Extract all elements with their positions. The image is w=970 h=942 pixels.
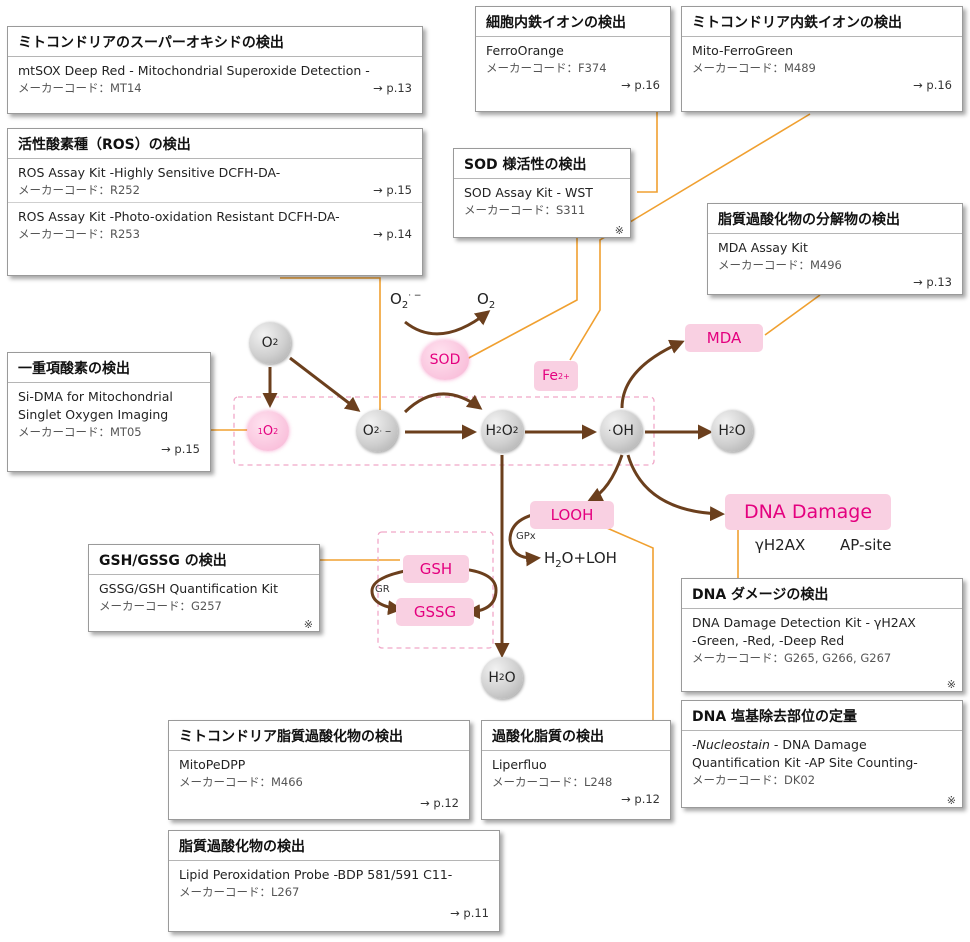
product-name: Si-DMA for Mitochondrial [18, 389, 173, 404]
product-code: メーカーコード：G265, G266, G267 [692, 651, 892, 665]
box-title: DNA 塩基除去部位の定量 [682, 701, 962, 731]
page-ref[interactable]: → p.16 [621, 78, 660, 92]
product-name: -Nucleostain - DNA Damage [692, 737, 867, 752]
product-name: Lipid Peroxidation Probe -BDP 581/591 C1… [179, 867, 453, 882]
gpx-label: GPx [516, 531, 536, 542]
product-name: Liperfluo [492, 757, 547, 772]
box-title: 過酸化脂質の検出 [482, 721, 670, 751]
box-title: DNA ダメージの検出 [682, 579, 962, 609]
product-code: メーカーコード：S311 [464, 203, 586, 217]
mda-box[interactable]: 脂質過酸化物の分解物の検出 MDA Assay Kit メーカーコード：M496… [707, 203, 963, 295]
product-code: メーカーコード：G257 [99, 599, 222, 613]
product-name: ROS Assay Kit -Photo-oxidation Resistant… [18, 209, 340, 224]
gsh-label: GSH [403, 555, 469, 583]
product-name: FerroOrange [486, 43, 564, 58]
page-ref[interactable]: → p.15 [373, 183, 412, 197]
box-title: ミトコンドリア脂質過酸化物の検出 [169, 721, 469, 751]
superoxide-label-top: O2· − [390, 290, 422, 311]
product-name: Mito-FerroGreen [692, 43, 794, 58]
product-code: メーカーコード：MT14 [18, 81, 142, 95]
product-name: GSSG/GSH Quantification Kit [99, 581, 279, 596]
product-code: メーカーコード：M466 [179, 775, 303, 789]
note-mark: ※ [946, 794, 956, 807]
product-code: メーカーコード：DK02 [692, 773, 816, 787]
box-title: 一重項酸素の検出 [8, 353, 210, 383]
liperfluo-box[interactable]: 過酸化脂質の検出 Liperfluo メーカーコード：L248 → p.12 [481, 720, 671, 820]
product-name-line2: Quantification Kit -AP Site Counting- [692, 755, 918, 770]
glutathione-group-outline [377, 531, 494, 649]
page-ref[interactable]: → p.12 [420, 796, 459, 810]
singlet-oxygen-box[interactable]: 一重項酸素の検出 Si-DMA for Mitochondrial Single… [7, 352, 211, 472]
sod-node: SOD [421, 340, 469, 380]
product-code: メーカーコード：R252 [18, 183, 140, 197]
product-name: MitoPeDPP [179, 757, 246, 772]
hydroxyl-radical-node: ·OH [600, 410, 642, 452]
product-code: メーカーコード：L267 [179, 885, 300, 899]
ap-site-label: AP-site [840, 536, 892, 554]
page-ref[interactable]: → p.13 [373, 81, 412, 95]
product-code: メーカーコード：MT05 [18, 425, 142, 439]
dna-damage-label: DNA Damage [725, 494, 891, 530]
page-ref[interactable]: → p.15 [161, 442, 200, 456]
mito-ferrogreen-box[interactable]: ミトコンドリア内鉄イオンの検出 Mito-FerroGreen メーカーコード：… [681, 6, 963, 112]
water-loh-label: H2O+LOH [544, 549, 617, 570]
page-ref[interactable]: → p.12 [621, 792, 660, 806]
page-ref[interactable]: → p.11 [450, 906, 489, 920]
lipid-peroxidation-probe-box[interactable]: 脂質過酸化物の検出 Lipid Peroxidation Probe -BDP … [168, 830, 500, 932]
product-code: メーカーコード：F374 [486, 61, 607, 75]
gr-label: GR [375, 584, 390, 595]
gamma-h2ax-label: γH2AX [755, 536, 806, 554]
ros-box[interactable]: 活性酸素種（ROS）の検出 ROS Assay Kit -Highly Sens… [7, 128, 423, 276]
note-mark: ※ [946, 678, 956, 691]
gsh-gssg-box[interactable]: GSH/GSSG の検出 GSSG/GSH Quantification Kit… [88, 544, 320, 632]
box-title: GSH/GSSG の検出 [89, 545, 319, 575]
note-mark: ※ [614, 224, 624, 237]
product-name: mtSOX Deep Red - Mitochondrial Superoxid… [18, 63, 370, 78]
mda-label: MDA [685, 324, 763, 352]
product-code: メーカーコード：M496 [718, 258, 842, 272]
product-code: メーカーコード：L248 [492, 775, 613, 789]
box-title: 細胞内鉄イオンの検出 [476, 7, 670, 37]
oxygen-label-top: O2 [477, 290, 496, 311]
box-title: 脂質過酸化物の分解物の検出 [708, 204, 962, 234]
ap-site-box[interactable]: DNA 塩基除去部位の定量 -Nucleostain - DNA Damage … [681, 700, 963, 808]
page-ref[interactable]: → p.14 [373, 227, 412, 241]
ferroorange-box[interactable]: 細胞内鉄イオンの検出 FerroOrange メーカーコード：F374 → p.… [475, 6, 671, 112]
product-name: DNA Damage Detection Kit - γH2AX [692, 615, 916, 630]
product-name: ROS Assay Kit -Highly Sensitive DCFH-DA- [18, 165, 281, 180]
product-name-line2: Singlet Oxygen Imaging [18, 407, 169, 422]
dna-damage-box[interactable]: DNA ダメージの検出 DNA Damage Detection Kit - γ… [681, 578, 963, 692]
box-title: 脂質過酸化物の検出 [169, 831, 499, 861]
product-name-line2: -Green, -Red, -Deep Red [692, 633, 845, 648]
mitopedpp-box[interactable]: ミトコンドリア脂質過酸化物の検出 MitoPeDPP メーカーコード：M466 … [168, 720, 470, 820]
note-mark: ※ [303, 618, 313, 631]
box-title: ミトコンドリア内鉄イオンの検出 [682, 7, 962, 37]
box-title: ミトコンドリアのスーパーオキシドの検出 [8, 27, 422, 57]
page-ref[interactable]: → p.13 [913, 275, 952, 289]
box-title: 活性酸素種（ROS）の検出 [8, 129, 422, 159]
product-code: メーカーコード：R253 [18, 227, 140, 241]
connector-lines [211, 112, 821, 720]
page-ref[interactable]: → p.16 [913, 78, 952, 92]
gssg-label: GSSG [396, 598, 474, 626]
sod-box[interactable]: SOD 様活性の検出 SOD Assay Kit - WST メーカーコード：S… [453, 148, 631, 238]
reaction-arrows [262, 310, 725, 658]
product-name: MDA Assay Kit [718, 240, 808, 255]
product-name: SOD Assay Kit - WST [464, 185, 593, 200]
looh-label: LOOH [530, 501, 614, 529]
mtsox-box[interactable]: ミトコンドリアのスーパーオキシドの検出 mtSOX Deep Red - Mit… [7, 26, 423, 114]
product-code: メーカーコード：M489 [692, 61, 816, 75]
box-title: SOD 様活性の検出 [454, 149, 630, 179]
